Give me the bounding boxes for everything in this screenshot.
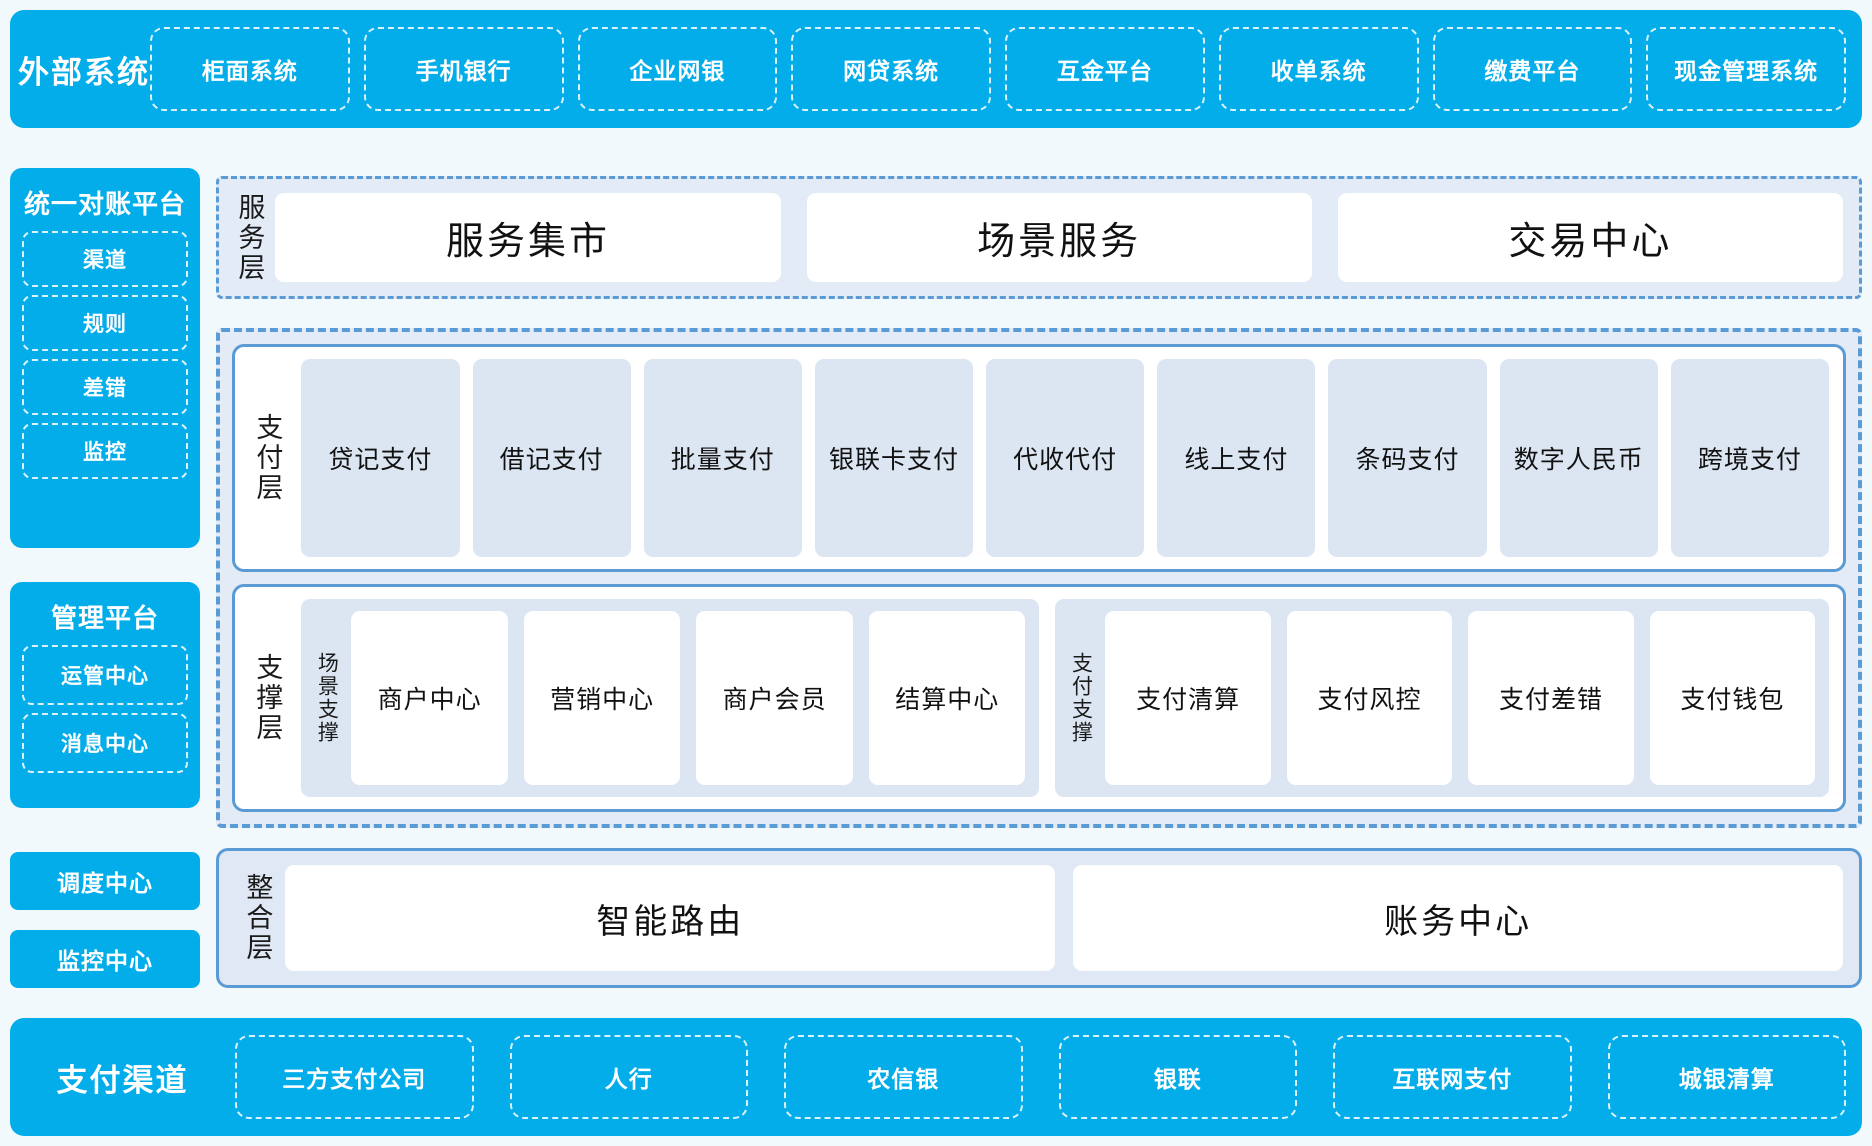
sidebar-item-monitor[interactable]: 监控 bbox=[22, 423, 188, 479]
service-layer-label: 服务层 bbox=[234, 192, 265, 283]
external-systems-bar: 外部系统 柜面系统 手机银行 企业网银 网贷系统 互金平台 收单系统 缴费平台 … bbox=[10, 10, 1862, 128]
support-card-marketing-center[interactable]: 营销中心 bbox=[523, 611, 681, 785]
sidebar-item-rule[interactable]: 规则 bbox=[22, 295, 188, 351]
sidebar-item-channel[interactable]: 渠道 bbox=[22, 231, 188, 287]
scenario-support-group: 场景支撑 商户中心 营销中心 商户会员 结算中心 bbox=[301, 599, 1040, 797]
support-card-payment-error[interactable]: 支付差错 bbox=[1468, 611, 1634, 785]
payment-channels-title: 支付渠道 bbox=[56, 1062, 189, 1098]
payment-support-label: 支付支撑 bbox=[1069, 652, 1093, 744]
support-card-payment-risk[interactable]: 支付风控 bbox=[1286, 611, 1453, 785]
payment-channel-item[interactable]: 人行 bbox=[509, 1035, 748, 1119]
external-system-item[interactable]: 柜面系统 bbox=[150, 27, 350, 111]
payment-layer-panel: 支付层 贷记支付 借记支付 批量支付 银联卡支付 代收代付 线上支付 条码支付 … bbox=[232, 344, 1846, 572]
sidebar-item-error[interactable]: 差错 bbox=[22, 359, 188, 415]
reconciliation-platform-card: 统一对账平台 渠道 规则 差错 监控 bbox=[10, 168, 200, 548]
support-layer-panel: 支撑层 场景支撑 商户中心 营销中心 商户会员 结算中心 支付支撑 支付清算 bbox=[232, 584, 1846, 812]
sidebar-item-message-center[interactable]: 消息中心 bbox=[22, 713, 188, 773]
external-system-item[interactable]: 缴费平台 bbox=[1432, 27, 1633, 111]
service-card-transaction[interactable]: 交易中心 bbox=[1337, 193, 1843, 282]
integration-card-accounting-center[interactable]: 账务中心 bbox=[1073, 865, 1843, 971]
payment-channel-item[interactable]: 农信银 bbox=[784, 1035, 1023, 1119]
scenario-support-label: 场景支撑 bbox=[315, 652, 339, 744]
support-layer-groups: 场景支撑 商户中心 营销中心 商户会员 结算中心 支付支撑 支付清算 支付风控 … bbox=[301, 599, 1829, 797]
integration-layer-label: 整合层 bbox=[242, 873, 273, 963]
external-system-item[interactable]: 企业网银 bbox=[577, 27, 778, 111]
service-card-scenario[interactable]: 场景服务 bbox=[806, 193, 1312, 282]
management-platform-title: 管理平台 bbox=[50, 603, 159, 633]
sidebar-item-operations-center[interactable]: 运管中心 bbox=[22, 645, 188, 705]
external-system-item[interactable]: 收单系统 bbox=[1218, 27, 1419, 111]
service-card-market[interactable]: 服务集市 bbox=[275, 193, 781, 282]
payment-card-credit[interactable]: 贷记支付 bbox=[301, 359, 460, 557]
support-card-merchant-member[interactable]: 商户会员 bbox=[696, 611, 853, 785]
support-card-settlement-center[interactable]: 结算中心 bbox=[868, 611, 1026, 785]
payment-card-unionpay[interactable]: 银联卡支付 bbox=[814, 359, 974, 557]
payment-layer-cards: 贷记支付 借记支付 批量支付 银联卡支付 代收代付 线上支付 条码支付 数字人民… bbox=[301, 359, 1830, 557]
payment-card-debit[interactable]: 借记支付 bbox=[472, 359, 631, 557]
payment-card-online[interactable]: 线上支付 bbox=[1157, 359, 1316, 557]
integration-layer-cards: 智能路由 账务中心 bbox=[285, 865, 1843, 971]
scenario-support-cards: 商户中心 营销中心 商户会员 结算中心 bbox=[351, 611, 1026, 785]
payment-support-cards: 支付清算 支付风控 支付差错 支付钱包 bbox=[1105, 611, 1816, 785]
sidebar-item-monitoring-center[interactable]: 监控中心 bbox=[10, 930, 200, 988]
external-system-item[interactable]: 手机银行 bbox=[363, 27, 564, 111]
payment-card-digital-rmb[interactable]: 数字人民币 bbox=[1499, 359, 1658, 557]
integration-layer-container: 整合层 智能路由 账务中心 bbox=[216, 848, 1862, 988]
payment-layer-label: 支付层 bbox=[252, 413, 283, 503]
core-layers-container: 支付层 贷记支付 借记支付 批量支付 银联卡支付 代收代付 线上支付 条码支付 … bbox=[216, 328, 1862, 828]
payment-channels-list: 三方支付公司 人行 农信银 银联 互联网支付 城银清算 bbox=[235, 1018, 1862, 1136]
external-system-item[interactable]: 网贷系统 bbox=[791, 27, 991, 111]
payment-card-barcode[interactable]: 条码支付 bbox=[1328, 359, 1487, 557]
management-platform-card: 管理平台 运管中心 消息中心 bbox=[10, 582, 200, 808]
reconciliation-platform-title: 统一对账平台 bbox=[23, 189, 186, 219]
integration-card-smart-routing[interactable]: 智能路由 bbox=[285, 865, 1056, 971]
service-layer-cards: 服务集市 场景服务 交易中心 bbox=[263, 179, 1859, 296]
payment-card-batch[interactable]: 批量支付 bbox=[643, 359, 802, 557]
support-layer-label: 支撑层 bbox=[252, 653, 283, 743]
payment-channel-item[interactable]: 互联网支付 bbox=[1333, 1035, 1572, 1119]
support-card-merchant-center[interactable]: 商户中心 bbox=[351, 611, 508, 785]
support-card-payment-clearing[interactable]: 支付清算 bbox=[1105, 611, 1271, 785]
payment-card-collection[interactable]: 代收代付 bbox=[986, 359, 1145, 557]
payment-card-cross-border[interactable]: 跨境支付 bbox=[1670, 359, 1830, 557]
external-system-item[interactable]: 现金管理系统 bbox=[1646, 27, 1846, 111]
support-card-payment-wallet[interactable]: 支付钱包 bbox=[1649, 611, 1816, 785]
payment-support-group: 支付支撑 支付清算 支付风控 支付差错 支付钱包 bbox=[1055, 599, 1829, 797]
payment-channels-bar: 支付渠道 三方支付公司 人行 农信银 银联 互联网支付 城银清算 bbox=[10, 1018, 1862, 1136]
external-systems-title: 外部系统 bbox=[18, 54, 150, 90]
payment-channel-item[interactable]: 三方支付公司 bbox=[235, 1035, 474, 1119]
sidebar-item-dispatch-center[interactable]: 调度中心 bbox=[10, 852, 200, 910]
external-system-item[interactable]: 互金平台 bbox=[1005, 27, 1205, 111]
external-systems-list: 柜面系统 手机银行 企业网银 网贷系统 互金平台 收单系统 缴费平台 现金管理系… bbox=[150, 10, 1862, 128]
payment-channel-item[interactable]: 银联 bbox=[1058, 1035, 1297, 1119]
payment-channel-item[interactable]: 城银清算 bbox=[1607, 1035, 1846, 1119]
service-layer-container: 服务层 服务集市 场景服务 交易中心 bbox=[216, 176, 1862, 299]
